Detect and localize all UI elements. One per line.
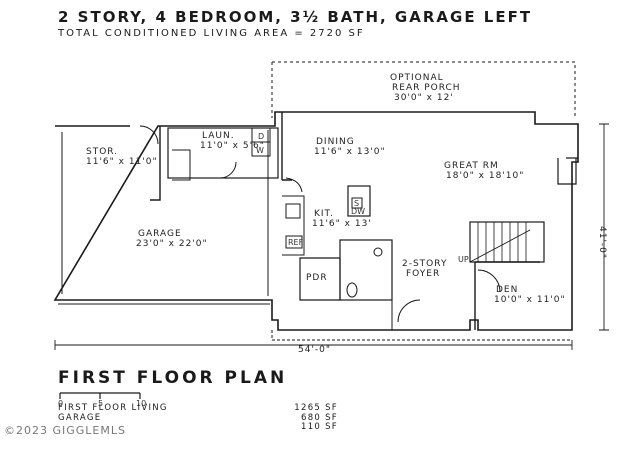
pdr-label: PDR — [306, 273, 328, 283]
garage-size: 23'0" x 22'0" — [136, 239, 208, 249]
copyright-watermark: ©2023 GIGGLEMLS — [4, 424, 126, 437]
laun-size: 11'0" x 5'6" — [200, 141, 265, 151]
kit-name: KIT. — [314, 209, 334, 219]
exterior-wall-inner — [61, 130, 269, 296]
entry-door — [391, 299, 421, 330]
stor-name: STOR. — [86, 147, 118, 157]
porch-outline — [271, 61, 576, 118]
sink-bowl — [373, 247, 383, 257]
foyer-name: 2-STORY — [402, 259, 447, 269]
kitchen-counter — [282, 195, 305, 256]
den-door — [477, 269, 501, 293]
plan-title: 2 STORY, 4 BEDROOM, 3½ BATH, GARAGE LEFT — [58, 8, 533, 26]
porch-optional-label: OPTIONAL — [390, 73, 444, 83]
stor-door — [139, 125, 159, 145]
area-row: FIRST FLOOR LIVING 1265 SF — [58, 403, 338, 414]
area-value: 1265 SF — [294, 403, 338, 413]
den-size: 10'0" x 11'0" — [494, 295, 566, 305]
scale-tick-5: 5 — [98, 399, 103, 407]
stair-treads — [477, 222, 527, 262]
area-row: GARAGE 680 SF — [58, 412, 338, 424]
area-summary: FIRST FLOOR LIVING 1265 SF GARAGE 680 SF… — [58, 403, 338, 433]
stor-size: 11'6" x 11'0" — [86, 157, 158, 167]
dining-wall — [281, 112, 292, 181]
kit-size: 11'6" x 13' — [312, 219, 372, 229]
kitchen-curve — [285, 177, 303, 193]
great-room-name: GREAT RM — [444, 161, 499, 171]
dining-size: 11'6" x 13'0" — [314, 147, 386, 157]
island-sink — [351, 197, 363, 209]
bath-block — [339, 239, 393, 301]
plan-subtitle: TOTAL CONDITIONED LIVING AREA = 2720 SF — [58, 28, 365, 39]
stor-wall — [150, 126, 161, 201]
dryer-label: D — [258, 132, 264, 141]
scale-bar: 0 5 10 — [58, 392, 146, 407]
stair-diagonal — [469, 229, 531, 263]
width-dimension-label: 54'-0" — [298, 345, 331, 355]
washer-box — [251, 141, 271, 157]
island-dw-label: DW — [351, 207, 365, 216]
area-label: FIRST FLOOR LIVING — [58, 403, 168, 413]
laundry-shelf — [172, 149, 191, 181]
garage-name: GARAGE — [138, 229, 182, 239]
cooktop — [285, 203, 301, 219]
depth-dimension-label: 41'-0" — [597, 226, 607, 259]
first-floor-plan-heading: FIRST FLOOR PLAN — [58, 368, 288, 388]
kitchen-island — [347, 185, 371, 217]
stair-up-label: UP — [458, 255, 469, 264]
island-sink-label: S — [354, 199, 359, 208]
refrigerator — [285, 235, 303, 249]
dining-name: DINING — [316, 137, 355, 147]
area-value: 680 SF — [300, 412, 338, 423]
laun-name: LAUN. — [202, 131, 235, 141]
width-dimension-line — [54, 340, 573, 350]
exterior-wall — [53, 111, 579, 331]
area-row: 110 SF — [58, 422, 338, 433]
porch-size: 30'0" x 12' — [394, 93, 454, 103]
porch-name: REAR PORCH — [392, 83, 461, 93]
scale-tick-0: 0 — [58, 399, 63, 407]
ref-label: REF — [288, 238, 304, 247]
foyer-label: FOYER — [406, 269, 440, 279]
area-value: 110 SF — [300, 422, 338, 432]
depth-dimension-line — [599, 123, 609, 331]
scale-tick-10: 10 — [136, 399, 146, 407]
laundry-door — [219, 161, 237, 179]
area-label: GARAGE — [58, 412, 102, 423]
great-room-size: 18'0" x 18'10" — [446, 171, 524, 181]
den-walls — [474, 261, 540, 330]
front-porch — [271, 330, 572, 341]
washer-label: W — [256, 146, 264, 155]
toilet — [346, 282, 358, 298]
den-name: DEN — [496, 285, 518, 295]
fireplace — [557, 157, 578, 185]
